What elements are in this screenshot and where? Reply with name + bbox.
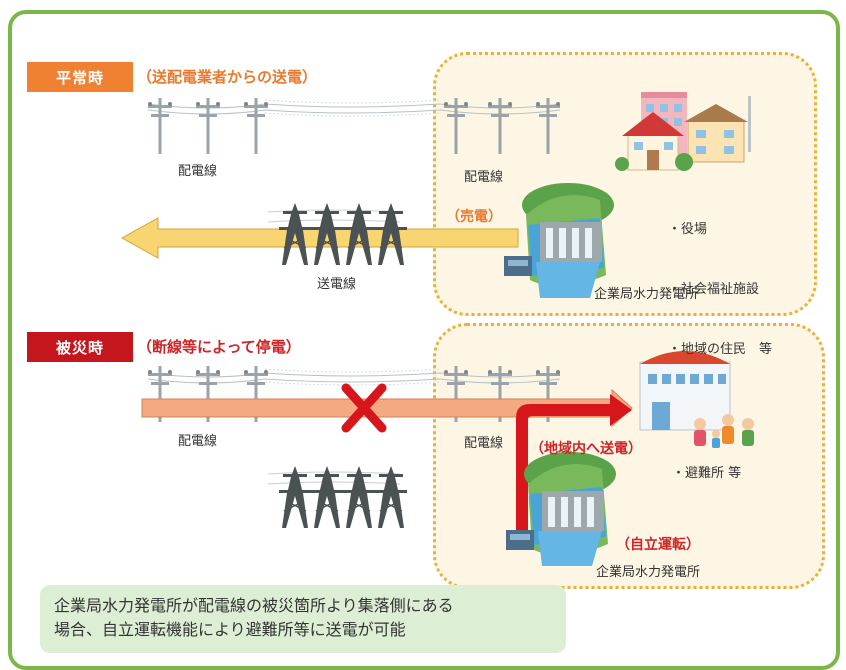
hydro-dam-icon [506, 452, 616, 566]
house-icon [615, 112, 693, 171]
pylon-icon [278, 465, 408, 529]
normal-badge: 平常時 [27, 62, 133, 92]
disaster-heading: （断線等によって停電） [137, 338, 301, 356]
disaster-plant-label: 企業局水力発電所 [596, 565, 701, 580]
sell-label: （売電） [446, 209, 502, 225]
summary-note-line: 場合、自立運転機能により避難所等に送電が可能 [54, 620, 406, 639]
people-icon [694, 414, 754, 448]
facility-item: ・社会福祉施設 [668, 282, 760, 297]
normal-service-area [433, 52, 817, 316]
diagram-scene [120, 92, 754, 566]
hydro-dam-icon [504, 183, 614, 298]
autonomous-label: （自立運転） [616, 537, 700, 553]
transmission-label: 送電線 [317, 277, 357, 292]
house-icon [684, 96, 751, 163]
disaster-badge: 被災時 [27, 332, 133, 362]
cross-mark-icon [341, 383, 387, 433]
summary-note-line: 企業局水力発電所が配電線の被災箇所より集落側にある [54, 596, 454, 615]
summary-note: 企業局水力発電所が配電線の被災箇所より集落側にある 場合、自立運転機能により避難… [40, 585, 566, 653]
local-supply-arrow [516, 394, 632, 530]
facility-item: ・地域の住民 等 [668, 342, 773, 357]
disaster-service-area [433, 323, 825, 589]
shelter-building-icon [639, 351, 731, 431]
facility-list: ・役場 ・社会福祉施設 ・地域の住民 等 [668, 180, 772, 380]
normal-wire-left-label: 配電線 [178, 164, 218, 179]
local-supply-label: （地域内へ送電） [530, 441, 642, 457]
normal-plant-label: 企業局水力発電所 [594, 287, 699, 302]
normal-heading: （送配電業者からの送電） [137, 68, 318, 86]
utility-pole-icon [148, 98, 268, 154]
normal-wire-right-label: 配電線 [464, 170, 504, 185]
shelter-label: ・避難所 等 [672, 466, 742, 481]
disaster-wire-right-label: 配電線 [464, 436, 504, 451]
facility-item: ・役場 [668, 222, 708, 237]
disaster-wire-left-label: 配電線 [178, 434, 218, 449]
utility-pole-icon [444, 98, 560, 154]
